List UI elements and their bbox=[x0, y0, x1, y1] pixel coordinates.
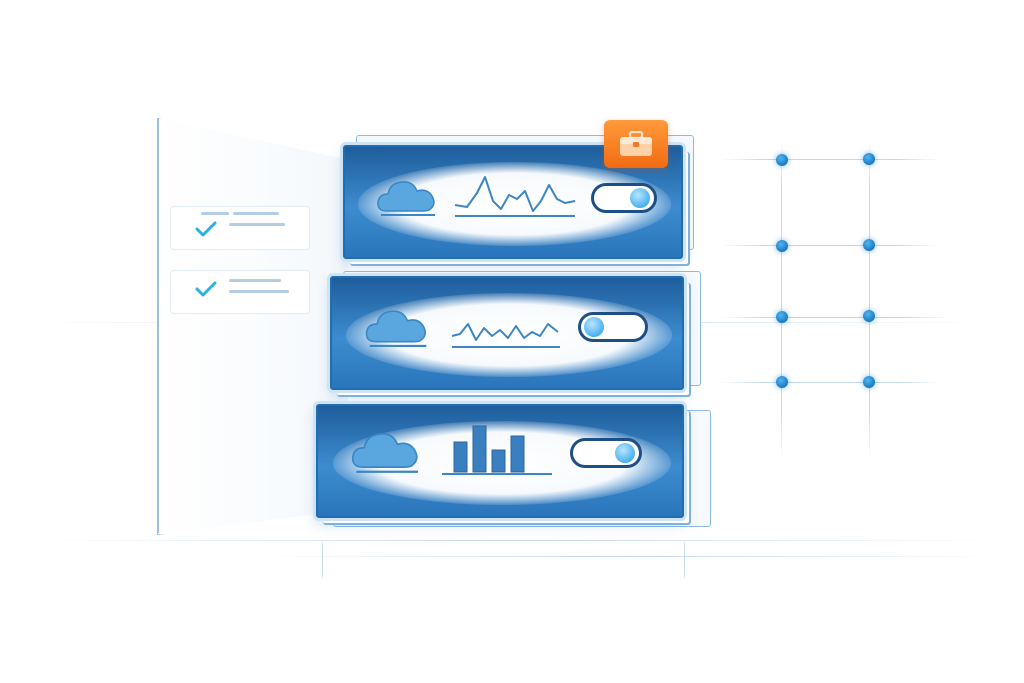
task-line bbox=[201, 212, 229, 215]
network-line bbox=[720, 159, 940, 160]
node-icon bbox=[863, 153, 875, 165]
briefcase-badge[interactable] bbox=[604, 120, 668, 168]
checkmark-icon bbox=[195, 221, 217, 237]
module-toggle[interactable] bbox=[591, 183, 657, 213]
module-toggle[interactable] bbox=[570, 438, 642, 468]
floor-tick bbox=[322, 540, 323, 580]
line-chart-icon bbox=[454, 176, 576, 217]
task-item bbox=[170, 206, 310, 250]
floor-line-2 bbox=[260, 556, 1000, 557]
module-toggle[interactable] bbox=[578, 312, 648, 342]
node-icon bbox=[776, 376, 788, 388]
cloud-icon bbox=[365, 310, 427, 347]
network-line bbox=[720, 317, 950, 318]
task-line bbox=[229, 290, 289, 293]
network-line bbox=[781, 140, 782, 460]
node-icon bbox=[776, 311, 788, 323]
floor-line bbox=[40, 540, 1000, 541]
toggle-knob bbox=[584, 317, 604, 337]
network-line bbox=[720, 382, 940, 383]
cloud-icon bbox=[377, 181, 435, 216]
network-line bbox=[720, 245, 940, 246]
floor-tick bbox=[684, 540, 685, 580]
toggle-knob bbox=[615, 443, 635, 463]
toggle-knob bbox=[630, 188, 650, 208]
cloud-icon bbox=[351, 433, 418, 473]
briefcase-icon bbox=[620, 131, 652, 156]
module-panel bbox=[316, 404, 684, 518]
node-icon bbox=[863, 376, 875, 388]
node-icon bbox=[863, 239, 875, 251]
bar-chart-icon bbox=[442, 425, 552, 475]
node-icon bbox=[863, 310, 875, 322]
back-panel-edge bbox=[157, 118, 159, 533]
checkmark-icon bbox=[195, 281, 217, 297]
node-icon bbox=[776, 240, 788, 252]
task-line bbox=[229, 279, 281, 282]
node-icon bbox=[776, 154, 788, 166]
line-chart-icon bbox=[451, 323, 560, 348]
task-line bbox=[229, 223, 285, 226]
task-item bbox=[170, 270, 310, 314]
task-line bbox=[233, 212, 279, 215]
module-panel bbox=[330, 276, 684, 390]
module-panel bbox=[343, 145, 683, 259]
network-line bbox=[869, 140, 870, 460]
